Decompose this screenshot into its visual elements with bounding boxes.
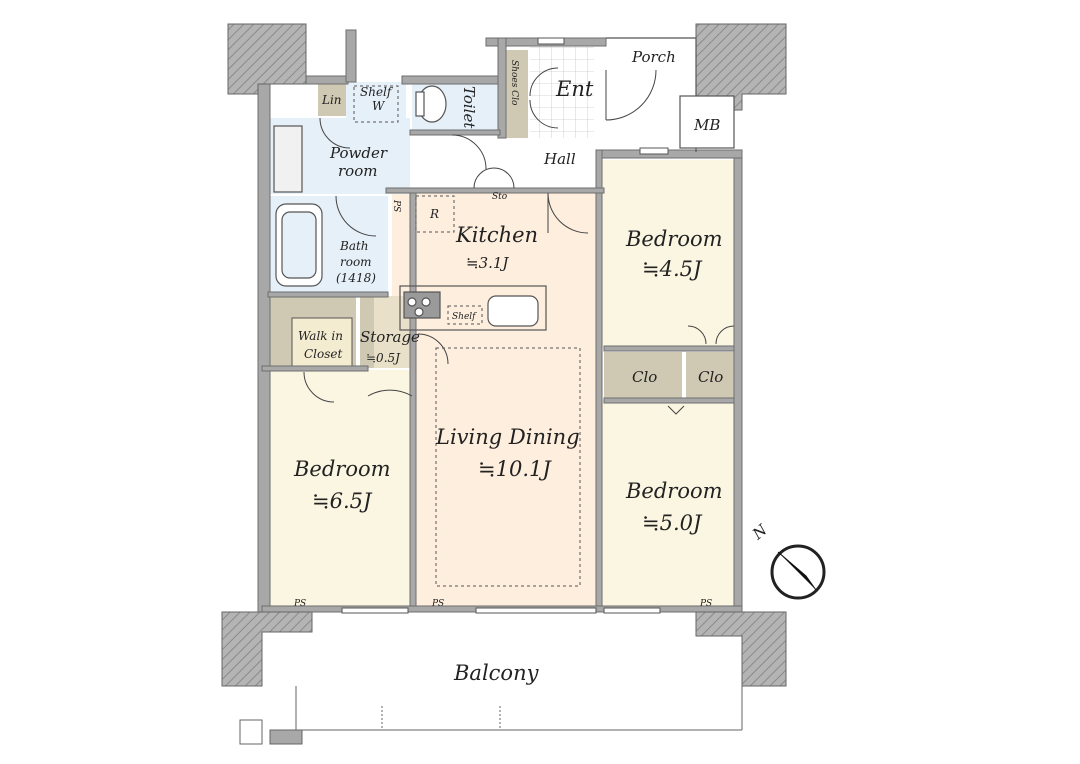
bedroom-west-size: ≒6.5J (312, 489, 373, 513)
kitchen-label: Kitchen (455, 223, 538, 247)
mb-label: MB (693, 116, 720, 134)
bedroom-ne-size: ≒4.5J (642, 257, 703, 281)
bedroom-ne-label: Bedroom (625, 227, 723, 251)
kitchen-shelf-label: Shelf (452, 312, 477, 322)
bedroom-west-fill (262, 370, 414, 608)
storage-label: Storage (360, 328, 420, 346)
entrance-label: Ent (555, 77, 594, 101)
walk-in-closet-label-2: Closet (304, 347, 343, 361)
counter (399, 285, 547, 331)
bathroom-label-1: Bath (339, 239, 369, 253)
vanity (273, 125, 303, 193)
compass-north-icon (770, 544, 826, 600)
powder-room-label-1: Powder (329, 144, 388, 162)
shoes-closet-fill (504, 50, 528, 138)
walk-in-closet-inner (291, 317, 353, 369)
bedroom-west-label: Bedroom (293, 457, 391, 481)
pillars (221, 23, 787, 687)
closet-a-label: Clo (632, 368, 657, 386)
toilet-label: Toilet (460, 86, 478, 129)
closet-b-fill (686, 352, 734, 400)
living-dining-fill (414, 330, 600, 610)
sink-box (487, 295, 539, 327)
mb-box (679, 95, 735, 149)
ps-bottom-2: PS (431, 599, 444, 609)
dashed-outlines (353, 85, 581, 587)
bathroom-size: (1418) (336, 271, 376, 285)
balcony-outline (239, 686, 743, 745)
storage-inner (360, 296, 374, 368)
bedroom-ne-fill (600, 160, 736, 348)
shoes-closet-label: Shoes Clo (509, 60, 519, 106)
kitchen-size: ≒3.1J (466, 254, 509, 272)
ps-label: PS (391, 199, 401, 212)
bedroom-se-size: ≒5.0J (642, 511, 703, 535)
storage-size: ≒0.5J (366, 351, 401, 365)
north-label: N (748, 520, 771, 543)
balcony-label: Balcony (453, 661, 540, 685)
door-swings (303, 67, 735, 415)
bedroom-se-fill (600, 400, 736, 610)
closet-b-label: Clo (698, 368, 723, 386)
shelf-label: Shelf (360, 85, 394, 99)
washer-area-fill (346, 82, 406, 126)
ps-bottom-3: PS (699, 599, 712, 609)
ps-bottom-1: PS (293, 599, 306, 609)
fixtures (273, 85, 547, 331)
porch-label: Porch (631, 48, 676, 66)
bathroom-label-2: room (340, 255, 372, 269)
closet-a-fill (604, 352, 682, 400)
toilet-tank (415, 91, 425, 117)
storage-sto-label: Sto (492, 192, 508, 202)
living-dining-label: Living Dining (435, 425, 580, 449)
powder-room-label-2: room (338, 162, 377, 180)
linen-fill (318, 82, 346, 116)
living-dining-size: ≒10.1J (478, 457, 552, 481)
refrigerator-label: R (429, 207, 439, 221)
washer-label: W (372, 99, 386, 113)
hall-label: Hall (543, 150, 576, 168)
windows (341, 37, 669, 614)
walk-in-closet-label-1: Walk in (298, 329, 343, 343)
bedroom-se-label: Bedroom (625, 479, 723, 503)
linen-label: Lin (321, 93, 342, 107)
